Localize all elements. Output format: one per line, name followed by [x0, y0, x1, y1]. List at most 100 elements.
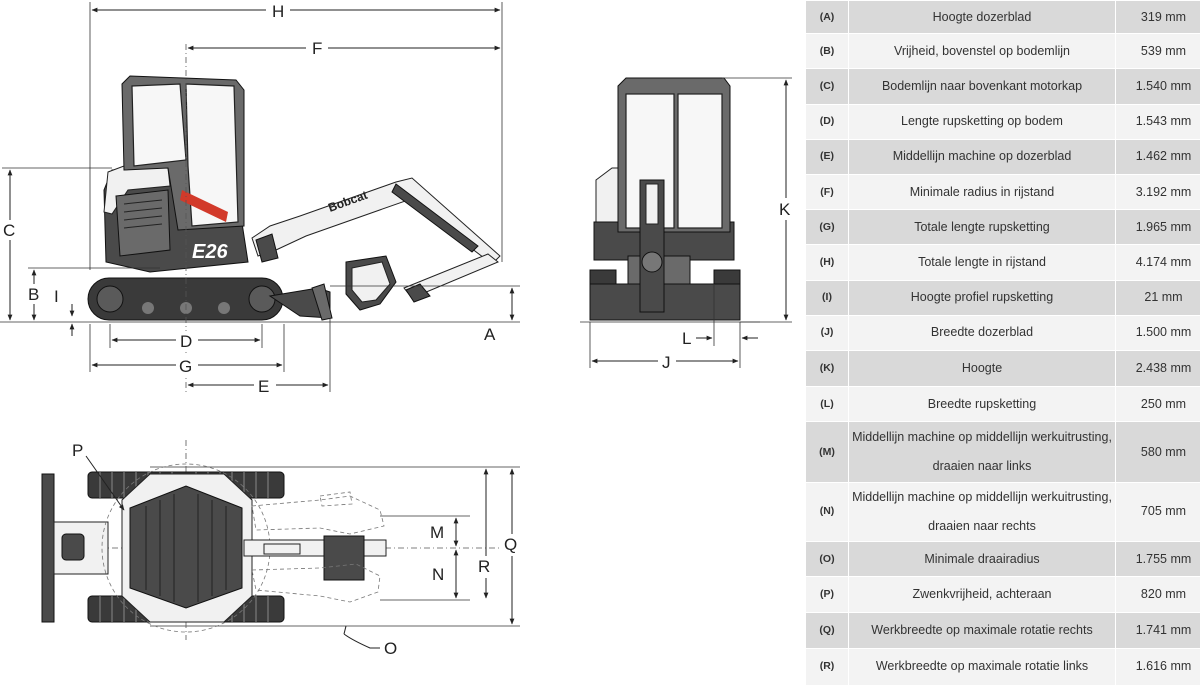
spec-value: 1.543 mm	[1115, 103, 1200, 140]
spec-row: (Q)Werkbreedte op maximale rotatie recht…	[805, 611, 1200, 649]
brand-accent-stripe	[180, 190, 228, 222]
spec-description: Middellijn machine op dozerblad	[848, 138, 1116, 176]
spec-code: (A)	[805, 0, 849, 35]
spec-value: 2.438 mm	[1115, 350, 1200, 388]
spec-description: Totale lengte rupsketting	[848, 209, 1116, 246]
label-I: I	[54, 287, 59, 306]
label-A: A	[484, 325, 496, 344]
side-view-dimensions: H F C B I A D G	[2, 0, 520, 396]
label-R: R	[478, 557, 490, 576]
spec-description: Vrijheid, bovenstel op bodemlijn	[848, 33, 1116, 70]
spec-code: (K)	[805, 350, 849, 388]
label-C: C	[3, 221, 15, 240]
spec-value: 1.540 mm	[1115, 68, 1200, 105]
spec-description: Werkbreedte op maximale rotatie rechts	[848, 611, 1116, 649]
spec-value: 1.500 mm	[1115, 314, 1200, 352]
spec-description: Bodemlijn naar bovenkant motorkap	[848, 68, 1116, 105]
spec-code: (O)	[805, 541, 849, 578]
spec-row: (N)Middellijn machine op middellijn werk…	[805, 481, 1200, 543]
label-B: B	[28, 285, 39, 304]
spec-value: 319 mm	[1115, 0, 1200, 35]
label-E: E	[258, 377, 269, 396]
spec-description: Breedte rupsketting	[848, 386, 1116, 423]
spec-description: Middellijn machine op middellijn werkuit…	[848, 481, 1116, 543]
spec-code: (M)	[805, 421, 849, 483]
spec-code: (G)	[805, 209, 849, 246]
spec-row: (R)Werkbreedte op maximale rotatie links…	[805, 647, 1200, 686]
spec-value: 820 mm	[1115, 576, 1200, 613]
spec-code: (H)	[805, 244, 849, 281]
spec-code: (P)	[805, 576, 849, 613]
label-H: H	[272, 2, 284, 21]
spec-description: Hoogte	[848, 350, 1116, 388]
spec-value: 539 mm	[1115, 33, 1200, 70]
label-L: L	[682, 329, 691, 348]
label-N: N	[432, 565, 444, 584]
label-P: P	[72, 441, 83, 460]
spec-value: 705 mm	[1115, 481, 1200, 543]
label-D: D	[180, 332, 192, 351]
front-view-dimensions: K J L	[589, 77, 795, 372]
spec-description: Minimale draairadius	[848, 541, 1116, 578]
spec-value: 1.616 mm	[1115, 647, 1200, 686]
model-badge: E26	[192, 241, 228, 263]
spec-description: Zwenkvrijheid, achteraan	[848, 576, 1116, 613]
spec-value: 4.174 mm	[1115, 244, 1200, 281]
spec-code: (D)	[805, 103, 849, 140]
label-K: K	[779, 200, 791, 219]
top-view-excavator	[41, 440, 520, 640]
spec-code: (N)	[805, 481, 849, 543]
side-view-excavator: E26 Bobcat	[0, 75, 520, 323]
spec-description: Totale lengte in rijstand	[848, 244, 1116, 281]
spec-description: Hoogte dozerblad	[848, 0, 1116, 35]
spec-description: Middellijn machine op middellijn werkuit…	[848, 421, 1116, 483]
spec-value: 1.755 mm	[1115, 541, 1200, 578]
front-view-excavator	[580, 77, 760, 323]
label-M: M	[430, 523, 444, 542]
spec-code: (L)	[805, 386, 849, 423]
label-O: O	[384, 639, 397, 658]
spec-code: (B)	[805, 33, 849, 70]
spec-code: (F)	[805, 173, 849, 211]
spec-value: 3.192 mm	[1115, 173, 1200, 211]
spec-description: Hoogte profiel rupsketting	[848, 279, 1116, 316]
spec-row: (M)Middellijn machine op middellijn werk…	[805, 421, 1200, 483]
spec-code: (C)	[805, 68, 849, 105]
spec-code: (Q)	[805, 611, 849, 649]
spec-value: 580 mm	[1115, 421, 1200, 483]
label-Q: Q	[504, 535, 517, 554]
spec-description: Minimale radius in rijstand	[848, 173, 1116, 211]
spec-code: (E)	[805, 138, 849, 176]
spec-description: Lengte rupsketting op bodem	[848, 103, 1116, 140]
spec-code: (I)	[805, 279, 849, 316]
spec-description: Werkbreedte op maximale rotatie links	[848, 647, 1116, 686]
spec-value: 21 mm	[1115, 279, 1200, 316]
spec-code: (J)	[805, 314, 849, 352]
label-F: F	[312, 39, 322, 58]
spec-value: 1.965 mm	[1115, 209, 1200, 246]
label-G: G	[179, 357, 192, 376]
dimension-drawings: E26 Bobcat H F C B I	[0, 0, 795, 658]
spec-value: 250 mm	[1115, 386, 1200, 423]
spec-description: Breedte dozerblad	[848, 314, 1116, 352]
spec-value: 1.741 mm	[1115, 611, 1200, 649]
spec-value: 1.462 mm	[1115, 138, 1200, 176]
spec-code: (R)	[805, 647, 849, 686]
top-view-dimensions: P M N R Q O	[72, 441, 522, 658]
label-J: J	[662, 353, 671, 372]
